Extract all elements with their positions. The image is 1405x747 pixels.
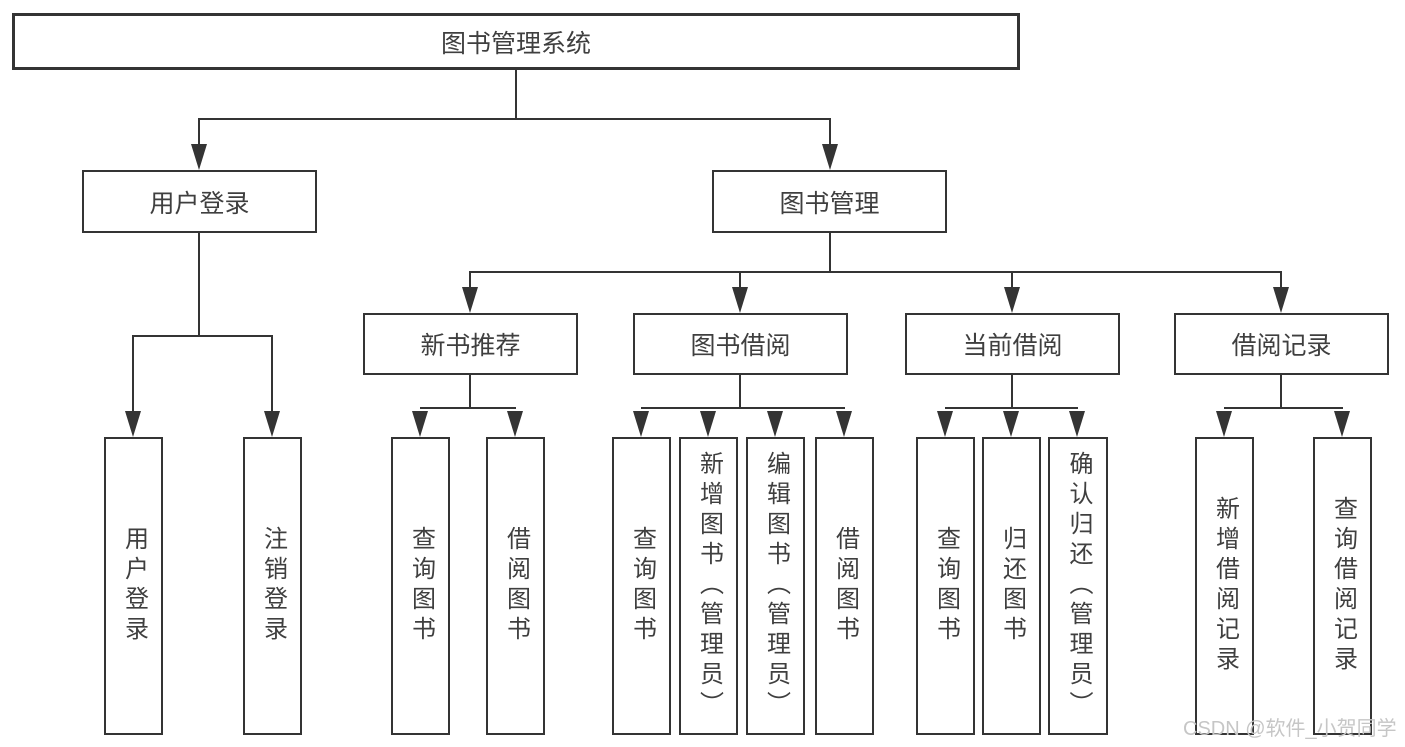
- arrow-down-icon: [507, 411, 523, 437]
- arrow-down-icon: [633, 411, 649, 437]
- node-label: 归还图书: [998, 526, 1026, 646]
- node-label: 注销登录: [259, 526, 287, 646]
- node-label: 编辑图书（管理员）: [762, 451, 790, 721]
- connector-line: [829, 233, 831, 273]
- connector-line: [420, 407, 516, 409]
- node-label: 图书管理: [779, 189, 880, 218]
- arrow-down-icon: [822, 144, 838, 170]
- node-user-login: 用户登录: [82, 170, 317, 233]
- node-library-system: 图书管理系统: [12, 13, 1020, 70]
- node-label: 借阅记录: [1231, 332, 1332, 360]
- leaf-borrow-books-recommend: 借阅图书: [486, 437, 545, 735]
- connector-line: [641, 407, 845, 409]
- connector-line: [198, 233, 200, 337]
- arrow-down-icon: [1216, 411, 1232, 437]
- connector-line: [469, 271, 1282, 273]
- leaf-add-books-admin: 新增图书（管理员）: [679, 437, 738, 735]
- connector-line: [198, 118, 831, 120]
- node-new-book-recommend: 新书推荐: [363, 313, 578, 375]
- connector-line: [739, 375, 741, 409]
- leaf-logout: 注销登录: [243, 437, 302, 735]
- node-current-borrowing: 当前借阅: [905, 313, 1120, 375]
- arrow-down-icon: [700, 411, 716, 437]
- connector-line: [1280, 271, 1282, 289]
- leaf-confirm-return-admin: 确认归还（管理员）: [1048, 437, 1108, 735]
- connector-line: [469, 375, 471, 409]
- arrow-down-icon: [264, 411, 280, 437]
- arrow-down-icon: [937, 411, 953, 437]
- leaf-borrow-books-borrowing: 借阅图书: [815, 437, 874, 735]
- node-book-management: 图书管理: [712, 170, 947, 233]
- node-label: 新书推荐: [420, 332, 521, 360]
- leaf-user-login: 用户登录: [104, 437, 163, 735]
- arrow-down-icon: [767, 411, 783, 437]
- leaf-add-borrow-record: 新增借阅记录: [1195, 437, 1254, 735]
- node-label: 查询图书: [932, 526, 960, 646]
- node-label: 确认归还（管理员）: [1065, 451, 1092, 721]
- connector-line: [739, 271, 741, 289]
- leaf-query-books-recommend: 查询图书: [391, 437, 450, 735]
- node-borrowing-records: 借阅记录: [1174, 313, 1389, 375]
- connector-line: [829, 118, 831, 150]
- csdn-watermark: CSDN @软件_小贺同学: [1183, 718, 1397, 740]
- connector-line: [271, 335, 273, 413]
- leaf-return-books: 归还图书: [982, 437, 1041, 735]
- connector-line: [132, 335, 134, 413]
- node-label: 查询图书: [628, 526, 656, 646]
- node-label: 借阅图书: [502, 526, 530, 646]
- node-label: 借阅图书: [831, 526, 859, 646]
- node-label: 用户登录: [149, 189, 250, 218]
- arrow-down-icon: [1003, 411, 1019, 437]
- node-book-borrowing: 图书借阅: [633, 313, 848, 375]
- arrow-down-icon: [191, 144, 207, 170]
- arrow-down-icon: [1273, 287, 1289, 313]
- connector-line: [132, 335, 273, 337]
- leaf-edit-books-admin: 编辑图书（管理员）: [746, 437, 805, 735]
- node-label: 用户登录: [120, 526, 148, 646]
- node-label: 当前借阅: [962, 332, 1063, 360]
- connector-line: [945, 407, 1078, 409]
- arrow-down-icon: [732, 287, 748, 313]
- leaf-query-borrow-record: 查询借阅记录: [1313, 437, 1372, 735]
- arrow-down-icon: [125, 411, 141, 437]
- connector-line: [1224, 407, 1343, 409]
- connector-line: [1011, 271, 1013, 289]
- node-label: 查询借阅记录: [1329, 496, 1357, 676]
- arrow-down-icon: [1334, 411, 1350, 437]
- arrow-down-icon: [412, 411, 428, 437]
- connector-line: [1011, 375, 1013, 409]
- leaf-query-books-borrowing: 查询图书: [612, 437, 671, 735]
- node-label: 新增借阅记录: [1211, 496, 1239, 676]
- node-label: 新增图书（管理员）: [695, 451, 723, 721]
- node-label: 图书管理系统: [440, 29, 591, 58]
- arrow-down-icon: [1069, 411, 1085, 437]
- connector-line: [1280, 375, 1282, 409]
- connector-line: [515, 70, 517, 119]
- arrow-down-icon: [462, 287, 478, 313]
- leaf-query-books-current: 查询图书: [916, 437, 975, 735]
- arrow-down-icon: [836, 411, 852, 437]
- connector-line: [469, 271, 471, 289]
- node-label: 查询图书: [407, 526, 435, 646]
- node-label: 图书借阅: [690, 332, 791, 360]
- arrow-down-icon: [1004, 287, 1020, 313]
- connector-line: [198, 118, 200, 150]
